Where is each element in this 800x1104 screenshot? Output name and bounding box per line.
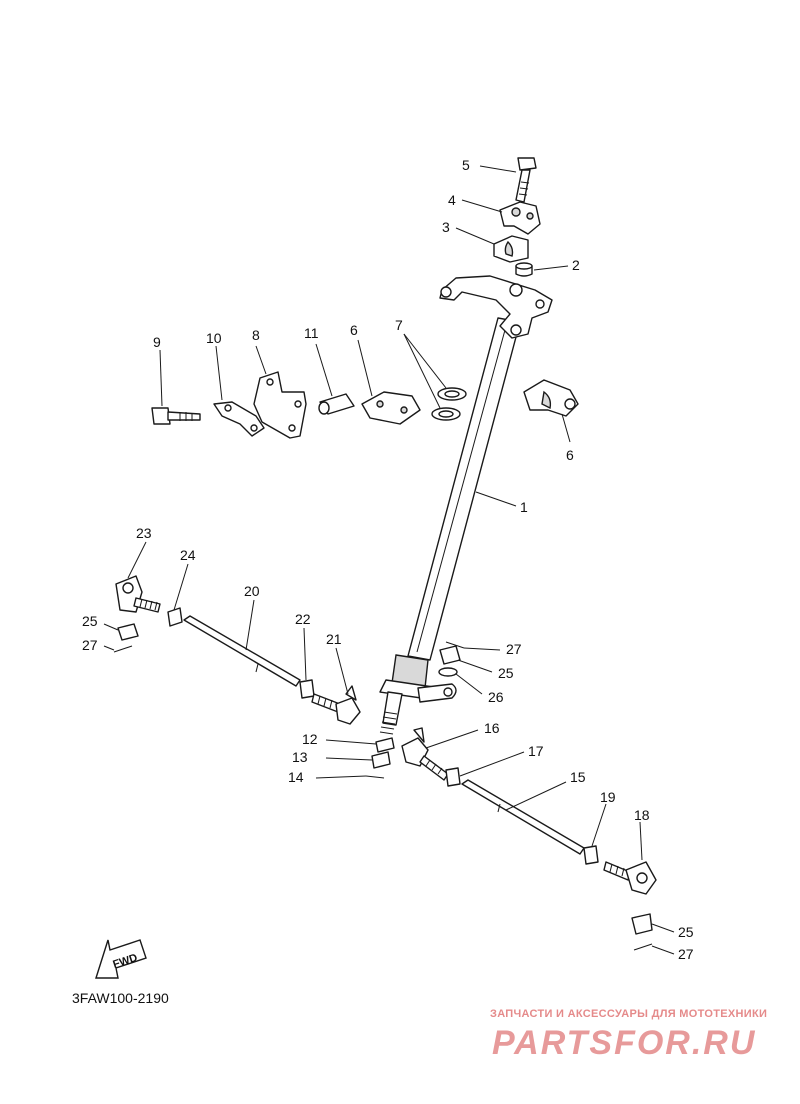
seal-washers <box>431 387 467 421</box>
callout-15: 15 <box>570 769 586 785</box>
callout-labels: 5 4 3 2 9 10 8 11 6 7 6 1 23 24 20 22 21… <box>82 157 694 962</box>
callout-12: 12 <box>302 731 318 747</box>
bushing-half <box>493 235 529 263</box>
column-top-bracket <box>439 275 553 339</box>
callout-3: 3 <box>442 219 450 235</box>
bolt-top <box>515 157 537 203</box>
callout-10: 10 <box>206 330 222 346</box>
callout-18: 18 <box>634 807 650 823</box>
lower-holder-left <box>361 391 421 425</box>
callout-1: 1 <box>520 499 528 515</box>
fwd-arrow-icon: FWD <box>95 939 147 979</box>
watermark-tagline: ЗАПЧАСТИ И АКСЕССУАРЫ ДЛЯ МОТОТЕХНИКИ <box>490 1008 768 1020</box>
callout-27-right: 27 <box>678 946 694 962</box>
callout-19: 19 <box>600 789 616 805</box>
callout-23: 23 <box>136 525 152 541</box>
tie-rod-left <box>113 575 361 725</box>
bracket-plate <box>253 371 307 439</box>
callout-25-left: 25 <box>82 613 98 629</box>
callout-14: 14 <box>288 769 304 785</box>
lower-holder-right <box>523 379 579 417</box>
callout-20: 20 <box>244 583 260 599</box>
callout-21: 21 <box>326 631 342 647</box>
collar <box>318 393 355 415</box>
callout-24: 24 <box>180 547 196 563</box>
callout-27-left: 27 <box>82 637 98 653</box>
callout-6-right: 6 <box>566 447 574 463</box>
bolt-left <box>151 407 201 425</box>
callout-2: 2 <box>572 257 580 273</box>
small-bushing <box>515 262 533 277</box>
callout-25-right: 25 <box>678 924 694 940</box>
diagram-code: 3FAW100-2190 <box>72 990 169 1006</box>
callout-16: 16 <box>484 720 500 736</box>
callout-25-mid: 25 <box>498 665 514 681</box>
callout-7: 7 <box>395 317 403 333</box>
callout-17: 17 <box>528 743 544 759</box>
leader-lines <box>103 165 675 955</box>
callout-6: 6 <box>350 322 358 338</box>
tie-rod-right <box>365 641 657 951</box>
upper-holder <box>499 201 541 235</box>
callout-4: 4 <box>448 192 456 208</box>
watermark-logo: PARTSFOR.RU <box>492 1024 757 1062</box>
callout-5: 5 <box>462 157 470 173</box>
lock-plate <box>213 401 265 437</box>
callout-13: 13 <box>292 749 308 765</box>
callout-22: 22 <box>295 611 311 627</box>
callout-11: 11 <box>304 325 319 341</box>
callout-9: 9 <box>153 334 161 350</box>
callout-8: 8 <box>252 327 260 343</box>
callout-26: 26 <box>488 689 504 705</box>
callout-27-mid: 27 <box>506 641 522 657</box>
